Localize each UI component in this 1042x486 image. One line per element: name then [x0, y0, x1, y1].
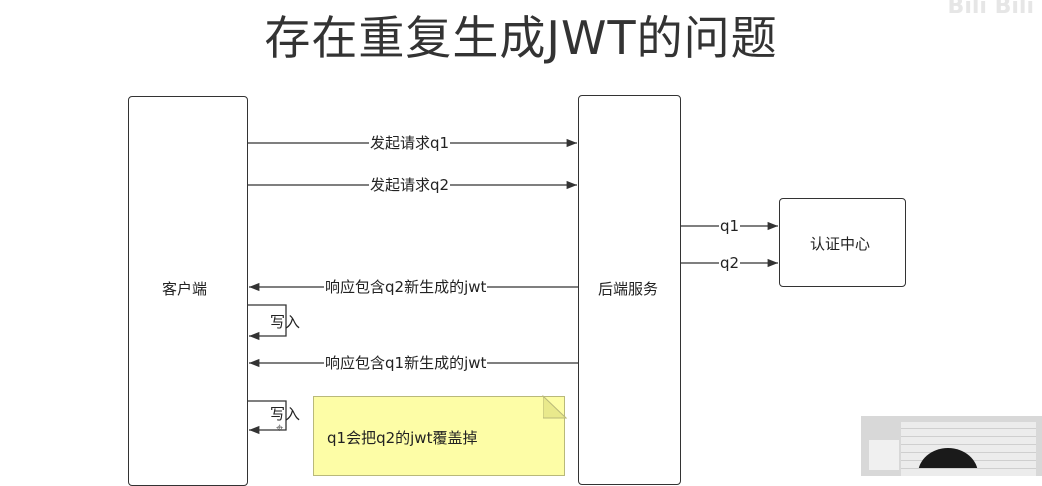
label-auth-q2: q2 [719, 254, 741, 272]
label-req-q1: 发起请求q1 [369, 134, 451, 152]
client-label: 客户端 [162, 280, 208, 298]
auth-center-box [779, 198, 906, 287]
bilibili-watermark: Bili Bili [947, 0, 1034, 19]
note-text: q1会把q2的jwt覆盖掉 [327, 429, 478, 447]
label-auth-q1: q1 [719, 217, 741, 235]
note-corner-icon [543, 396, 567, 419]
label-write-2: 写入 [270, 405, 301, 423]
self-loop-write-1 [248, 304, 287, 341]
mouse-cursor-icon: ⌖ [276, 421, 284, 436]
client-box [128, 96, 248, 486]
backend-label: 后端服务 [598, 280, 659, 298]
label-write-1: 写入 [270, 313, 301, 331]
backend-box [578, 95, 681, 485]
label-resp-q1: 响应包含q1新生成的jwt [324, 354, 488, 372]
label-req-q2: 发起请求q2 [369, 176, 451, 194]
self-loop-write-2 [248, 400, 287, 435]
page-title: 存在重复生成JWT的问题 [264, 11, 778, 65]
person-silhouette-icon [918, 448, 978, 468]
label-resp-q2: 响应包含q2新生成的jwt [324, 278, 488, 296]
auth-center-label: 认证中心 [810, 235, 871, 253]
